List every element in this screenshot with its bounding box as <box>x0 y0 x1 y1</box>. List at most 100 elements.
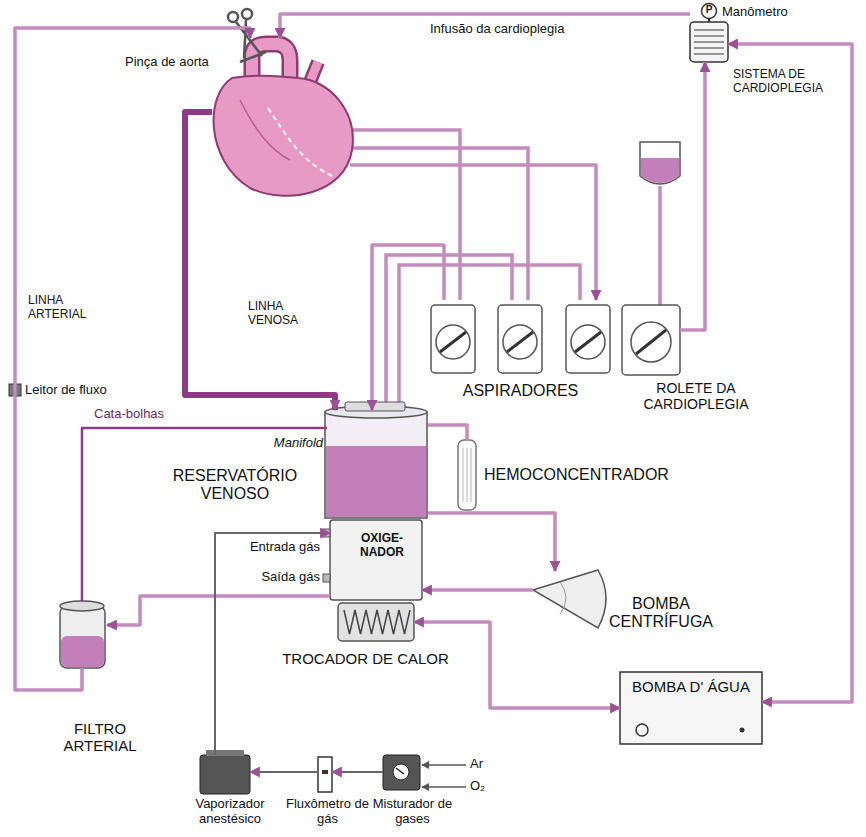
flow-line <box>728 44 852 702</box>
gas-blender <box>383 755 420 790</box>
component-label: BOMBA CENTRÍFUGA <box>603 595 719 632</box>
venous-reservoir <box>325 412 427 518</box>
aortic-clamp <box>242 9 252 19</box>
centrifugal-pump <box>533 570 606 628</box>
gas-flowmeter <box>322 770 328 774</box>
aortic-clamp <box>228 12 238 22</box>
hemoconcentrator <box>463 448 471 502</box>
line-label: LINHA VENOSA <box>246 300 322 328</box>
aspirator-line <box>345 130 580 410</box>
component-label: Misturador de gases <box>365 797 460 827</box>
roller-pump <box>498 305 542 373</box>
component-node: ASPIRADORES <box>425 300 612 410</box>
flow-line <box>280 14 690 38</box>
roller-pump <box>431 305 680 375</box>
heat-exchanger <box>344 610 410 634</box>
component-label: Fluxômetro de gás <box>285 797 370 827</box>
roller-pump <box>622 305 680 375</box>
pressure-gauge <box>694 30 724 54</box>
oxygenator <box>330 520 422 600</box>
arterial-filter <box>60 601 105 668</box>
component-label: Pinça de aorta <box>125 55 225 70</box>
gas-inlet-line <box>422 786 466 788</box>
component-label: HEMOCONCENTRADOR <box>484 466 704 484</box>
flow-line <box>350 165 596 300</box>
flow-line <box>372 245 444 410</box>
centrifugal-pump <box>533 570 606 628</box>
cardioplegia-bag <box>641 158 679 183</box>
part-label: O₂ <box>470 779 500 794</box>
component-label: ASPIRADORES <box>433 382 608 400</box>
gas-inlet-line <box>422 764 466 766</box>
part-label: Saída gás <box>246 570 320 585</box>
component-label: Vaporizador anestésico <box>176 797 284 827</box>
component-label: ROLETE DA CARDIOPLEGIA <box>621 380 771 412</box>
heart-illustration <box>214 44 353 196</box>
heart-illustration <box>268 108 332 176</box>
anesthetic-vaporizer <box>200 750 250 794</box>
component-label: FILTRO ARTERIAL <box>45 720 155 755</box>
line-label: Cata-bolhas <box>92 407 166 422</box>
part-label: P <box>702 4 716 16</box>
component-node: ManifoldRESERVATÓRIO VENOSO <box>145 405 430 518</box>
part-label: Ar <box>470 757 500 772</box>
line-label: Infusão da cardioplegia <box>428 22 566 37</box>
component-label: Manifold <box>241 436 323 451</box>
component-node: ManômetroSISTEMA DE CARDIOPLEGIA <box>685 2 840 114</box>
line-label: LINHA ARTERIAL <box>26 294 112 322</box>
heart-illustration <box>310 62 318 82</box>
flow-line <box>185 112 335 410</box>
flow-line <box>82 428 327 601</box>
component-node: FILTRO ARTERIAL <box>45 592 155 764</box>
component-label: SISTEMA DE CARDIOPLEGIA <box>733 68 839 96</box>
flow-line <box>428 425 467 440</box>
gas-flowmeter <box>318 757 332 792</box>
venous-reservoir <box>326 446 426 517</box>
anesthetic-vaporizer <box>206 750 244 756</box>
component-node: TROCADOR DE CALOR <box>258 600 473 675</box>
arterial-filter <box>60 601 104 611</box>
component-label: TROCADOR DE CALOR <box>260 650 471 667</box>
arterial-filter <box>60 606 105 668</box>
component-node: ROLETE DA CARDIOPLEGIA <box>615 300 775 428</box>
water-pump <box>620 672 762 744</box>
oxygenator <box>323 520 422 600</box>
water-pump <box>620 672 762 744</box>
aortic-clamp <box>228 9 266 62</box>
component-label: RESERVATÓRIO VENOSO <box>147 467 323 504</box>
heat-exchanger <box>338 603 414 641</box>
part-label: Leitor de fluxo <box>25 383 125 398</box>
cardioplegia-bag <box>640 142 680 184</box>
flow-line <box>422 588 533 592</box>
component-node: OXIGE- NADOR <box>330 520 422 600</box>
anesthetic-vaporizer <box>200 755 250 794</box>
heart-illustration <box>310 62 318 82</box>
heart-illustration <box>214 76 353 196</box>
component-node: Vaporizador anestésico <box>176 752 284 835</box>
flow-line <box>680 62 705 330</box>
hemoconcentrator <box>458 440 476 510</box>
heat-exchanger <box>338 603 414 641</box>
hemoconcentrator <box>458 440 476 510</box>
roller-pump <box>566 305 610 373</box>
cardioplegia-bag-line <box>658 186 662 305</box>
pressure-gauge <box>702 4 717 19</box>
component-node: Misturador de gases <box>365 752 460 835</box>
flow-line <box>428 513 555 571</box>
roller-pump <box>431 305 475 373</box>
component-node: BOMBA D' ÁGUA <box>620 672 762 744</box>
water-pump <box>636 724 648 736</box>
aortic-clamp <box>240 52 266 62</box>
gas-inlet-line <box>422 765 466 787</box>
cardioplegia-bag-line <box>658 186 662 305</box>
cardioplegia-bag <box>640 142 680 184</box>
component-node: Fluxômetro de gás <box>285 752 370 835</box>
oxygenator <box>323 574 330 582</box>
arterial-filter <box>61 636 104 667</box>
venous-reservoir <box>345 402 405 411</box>
flow-line <box>215 533 330 755</box>
flow-line <box>332 771 383 773</box>
component-node: HEMOCONCENTRADOR <box>452 438 707 516</box>
water-pump <box>740 728 745 733</box>
gas-blender <box>393 764 409 780</box>
